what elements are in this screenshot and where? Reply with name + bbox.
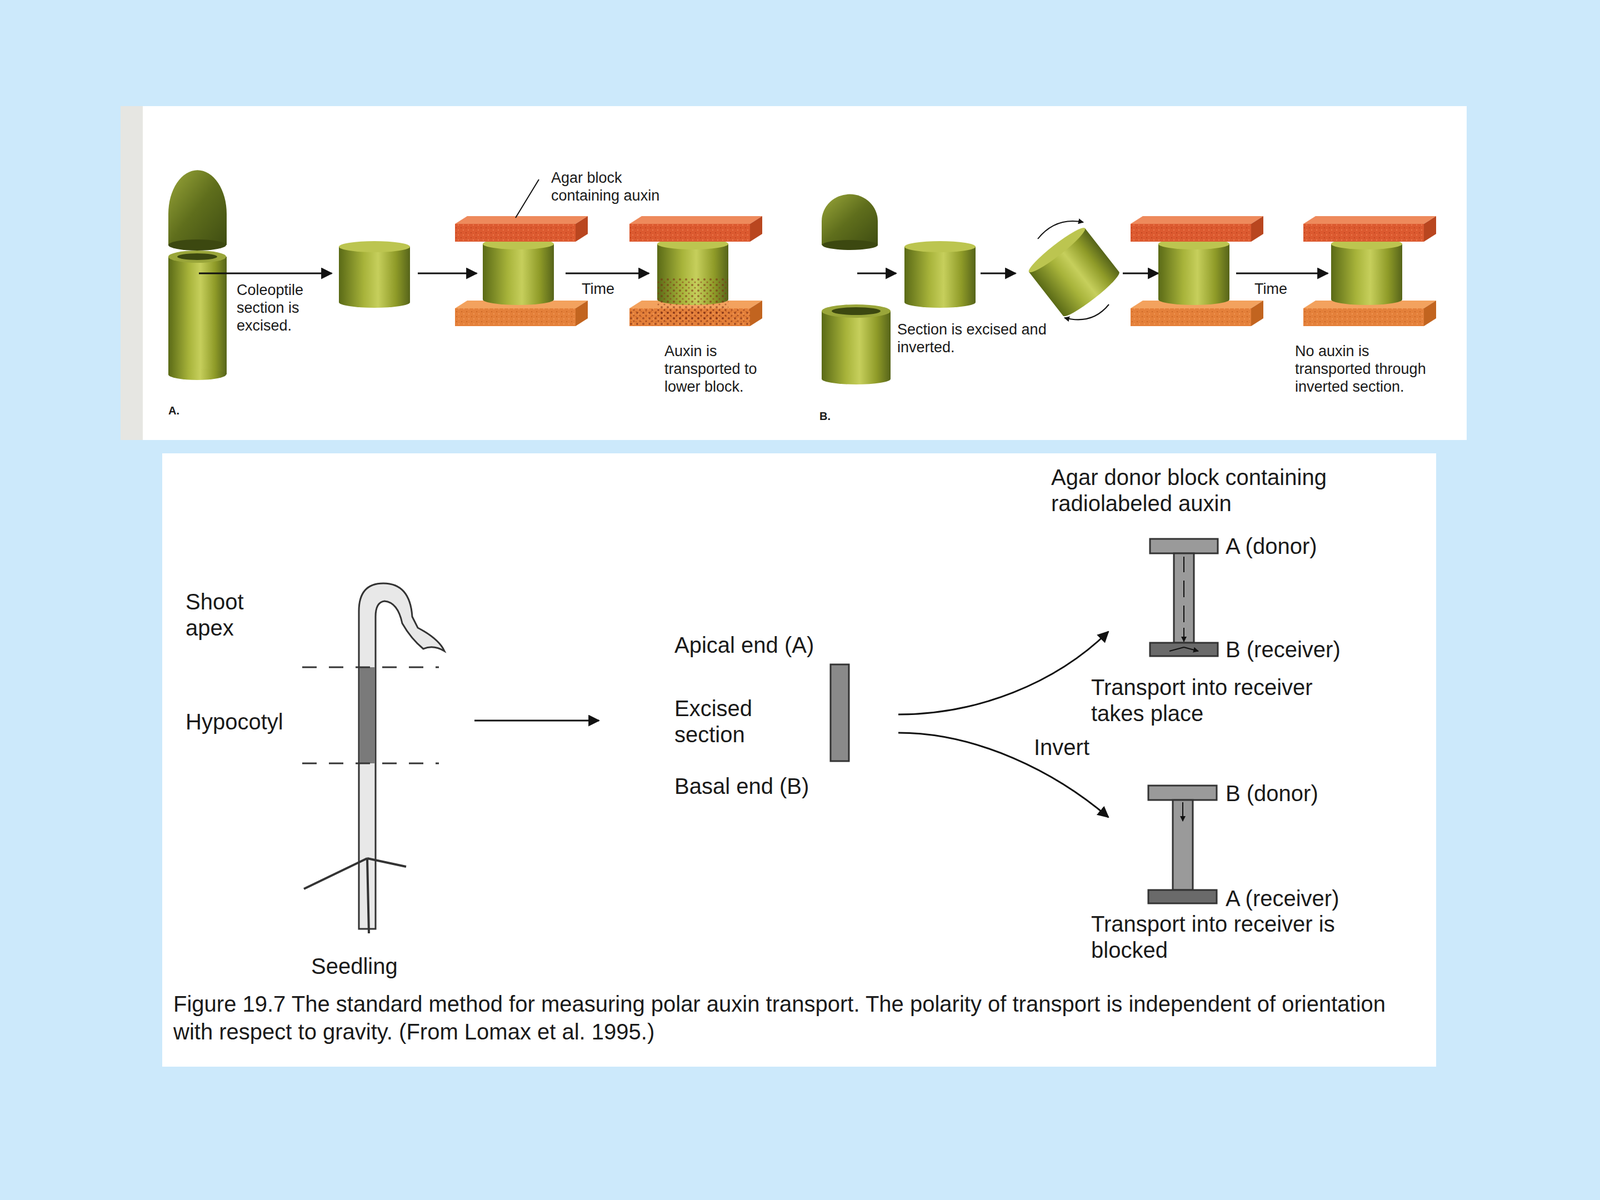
end-label-box: Basal end (B)	[674, 773, 858, 800]
time-label-box: Time	[581, 280, 632, 299]
region-label-box: Shoot apex	[185, 588, 269, 642]
time-label: Time	[581, 280, 632, 299]
donor-label: B (donor)	[1225, 780, 1409, 807]
panel-letter: B.	[819, 410, 853, 424]
receiver-label: B (receiver)	[1225, 636, 1415, 663]
step-label: Invert	[1033, 734, 1112, 761]
result-note: Transport into receiver takes place	[1091, 674, 1353, 727]
panel-letter-box: A.	[168, 404, 202, 418]
donor-label-box: A (donor)	[1225, 533, 1409, 560]
result-note: No auxin is transported through inverted…	[1295, 342, 1434, 397]
region-label: Shoot apex	[185, 588, 269, 642]
end-label: Apical end (A)	[674, 632, 858, 659]
result-note-box: No auxin is transported through inverted…	[1295, 342, 1434, 397]
step-note-box: Section is excised and inverted.	[897, 321, 1050, 357]
receiver-label-box: A (receiver)	[1225, 885, 1415, 912]
block-label-box: Agar donor block containing radiolabeled…	[1051, 464, 1429, 517]
step-note: Coleoptile section is excised.	[236, 281, 333, 335]
receiver-label-box: B (receiver)	[1225, 636, 1415, 663]
panel-letter-box: B.	[819, 410, 853, 424]
region-label: Hypocotyl	[185, 708, 300, 735]
result-note-box: Transport into receiver takes place	[1091, 674, 1353, 727]
agar-block-label-box: Agar block containing auxin	[551, 169, 690, 205]
figure-label-box: Seedling	[311, 953, 434, 980]
caption-box: Figure 19.7 The standard method for meas…	[173, 990, 1424, 1046]
result-note-box: Auxin is transported to lower block.	[664, 342, 762, 397]
section-label-box: Excised section	[674, 695, 772, 748]
donor-label-box: B (donor)	[1225, 780, 1409, 807]
section-label: Excised section	[674, 695, 772, 748]
figure-label: Seedling	[311, 953, 434, 980]
end-label-box: Apical end (A)	[674, 632, 858, 659]
receiver-label: A (receiver)	[1225, 885, 1415, 912]
panel-letter: A.	[168, 404, 202, 418]
agar-block-label: Agar block containing auxin	[551, 169, 690, 205]
step-note-box: Coleoptile section is excised.	[236, 281, 333, 335]
end-label: Basal end (B)	[674, 773, 858, 800]
step-label-box: Invert	[1033, 734, 1112, 761]
region-label-box: Hypocotyl	[185, 708, 300, 735]
step-note: Section is excised and inverted.	[897, 321, 1050, 357]
result-note: Transport into receiver is blocked	[1091, 911, 1353, 964]
time-label: Time	[1254, 280, 1305, 299]
time-label-box: Time	[1254, 280, 1305, 299]
block-label: Agar donor block containing radiolabeled…	[1051, 464, 1429, 517]
figure-caption: Figure 19.7 The standard method for meas…	[173, 990, 1424, 1046]
donor-label: A (donor)	[1225, 533, 1409, 560]
result-note: Auxin is transported to lower block.	[664, 342, 762, 397]
result-note-box: Transport into receiver is blocked	[1091, 911, 1353, 964]
